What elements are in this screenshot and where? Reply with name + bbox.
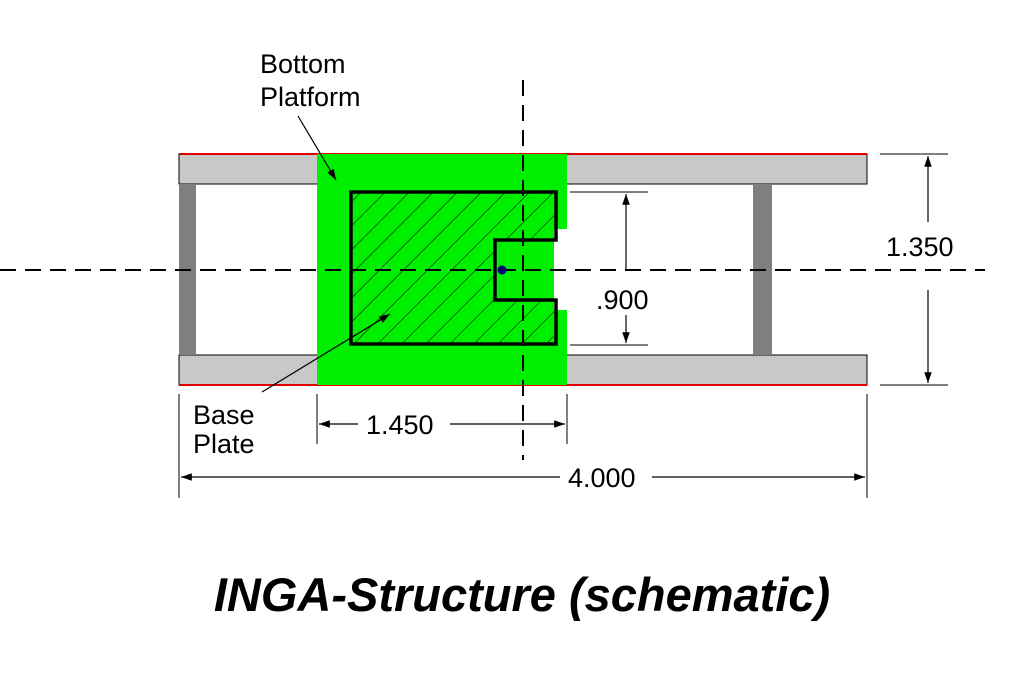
bottom-platform-label-line1: Bottom (260, 49, 346, 79)
bottom-platform-leader (297, 115, 337, 181)
bottom-platform-label-line2: Platform (260, 82, 361, 112)
base-plate (349, 190, 558, 346)
diagram-title: INGA-Structure (schematic) (214, 568, 830, 621)
dim-gap-label: .900 (596, 285, 649, 315)
dim-platform-label: 1.450 (366, 410, 434, 440)
base-plate-leader (261, 313, 391, 393)
base-plate-label-line2: Plate (193, 429, 255, 459)
dim-total-label: 4.000 (568, 463, 636, 493)
base-plate-label-line1: Base (193, 400, 255, 430)
dim-height-label: 1.350 (886, 232, 954, 262)
center-point (497, 265, 507, 275)
